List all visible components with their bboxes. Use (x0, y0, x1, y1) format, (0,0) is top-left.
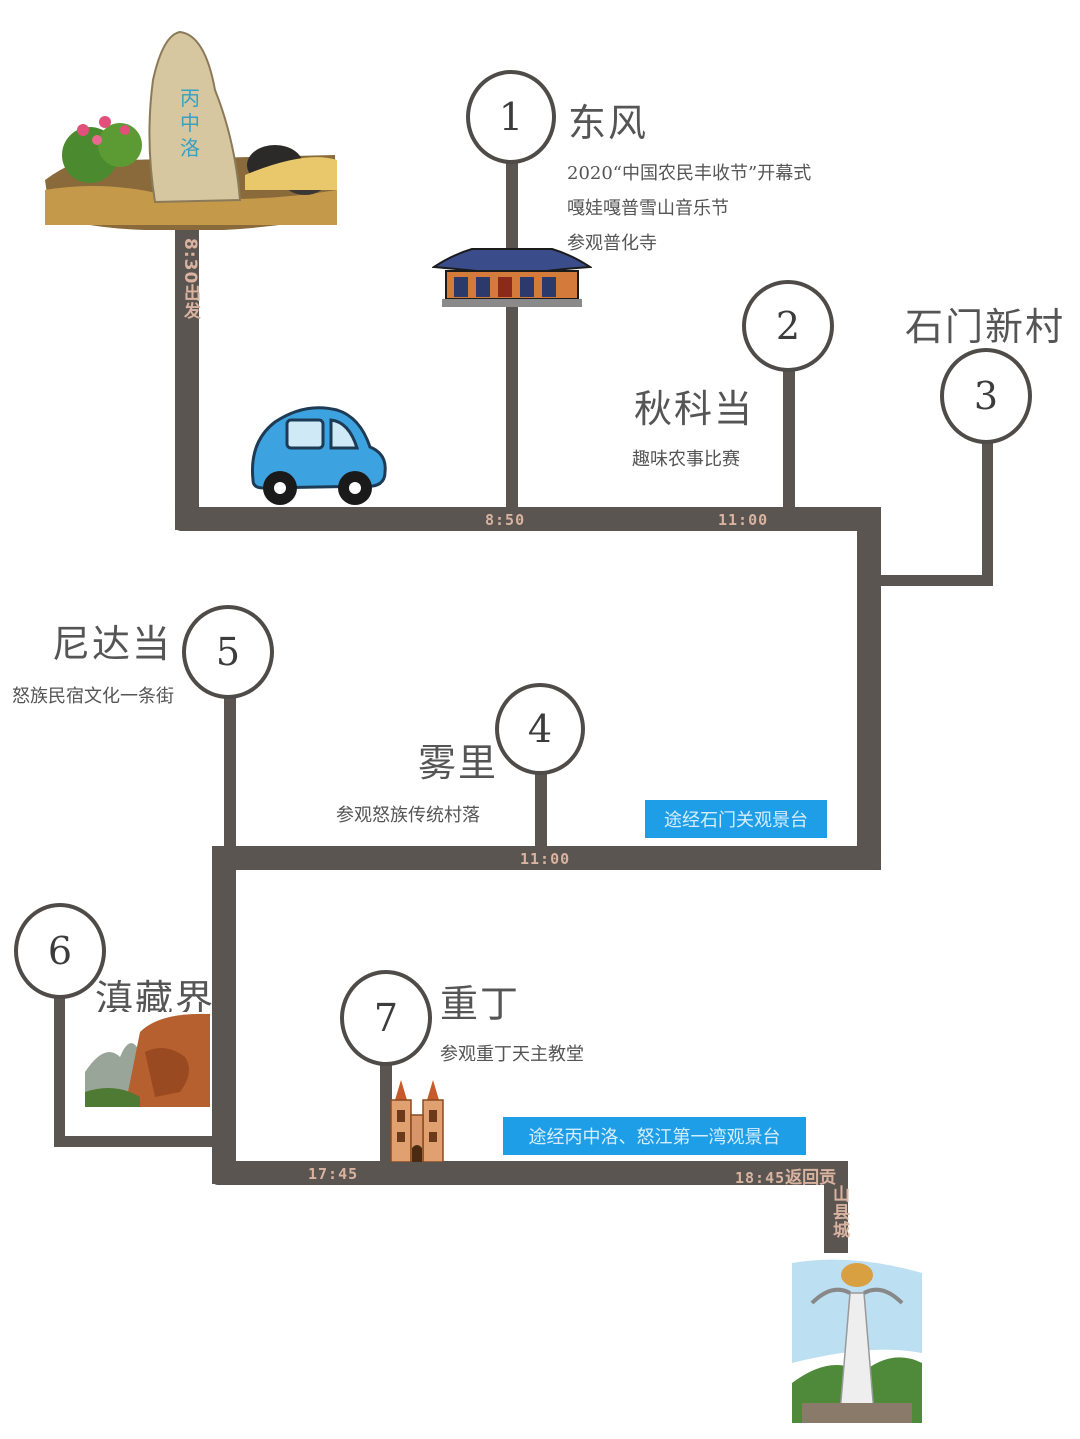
svg-text:洛: 洛 (180, 136, 200, 160)
end-label-h: 返回贡 (785, 1168, 837, 1188)
end-time: 18:45 (735, 1169, 786, 1187)
stop-4-name: 雾里 (418, 741, 499, 785)
end-label-v: 山县城 (829, 1185, 849, 1239)
stop-4-marker[interactable]: 4 (495, 683, 585, 775)
svg-text:中: 中 (180, 111, 200, 135)
road-stop4-stem (535, 772, 547, 850)
road-main-3 (212, 1161, 848, 1185)
road-stop1-stem (506, 162, 518, 512)
monument-image (792, 1253, 922, 1423)
stop-5-marker[interactable]: 5 (182, 605, 274, 699)
road-left-vertical (212, 846, 236, 1184)
note-shimenguan: 途经石门关观景台 (645, 800, 827, 838)
church-icon (390, 1080, 444, 1162)
cliff-image (85, 1012, 210, 1107)
stop-7-detail-1: 参观重丁天主教堂 (440, 1044, 584, 1065)
time-label-1: 8:50 (485, 511, 526, 529)
road-stop2-stem (783, 370, 795, 512)
road-right-vertical (857, 507, 881, 870)
stop-3-name: 石门新村 (905, 305, 1066, 349)
time-label-3: 11:00 (520, 850, 571, 868)
stop-5-name: 尼达当 (52, 622, 173, 666)
road-start-vertical (175, 225, 199, 530)
stop-7-name: 重丁 (440, 982, 521, 1026)
stop-7-marker[interactable]: 7 (340, 970, 432, 1066)
start-time-label: 8:30出发 (180, 238, 200, 321)
stop-1-detail-1: 2020“中国农民丰收节”开幕式 (567, 163, 812, 184)
road-stop7-stem (380, 1062, 392, 1166)
road-stop6-branch-v (54, 995, 65, 1147)
stop-1-name: 东风 (568, 101, 649, 145)
stop-2-name: 秋科当 (634, 387, 755, 431)
end-label: 18:45返回贡 (735, 1163, 836, 1188)
stop-4-detail-1: 参观怒族传统村落 (336, 805, 480, 826)
stop-5-detail-1: 怒族民宿文化一条街 (12, 686, 174, 707)
svg-text:丙: 丙 (180, 86, 200, 110)
stop-2-detail-1: 趣味农事比赛 (632, 449, 740, 470)
road-stop6-branch-h (54, 1136, 224, 1147)
start-rock-image: 丙 中 洛 (45, 30, 337, 230)
time-label-2: 11:00 (718, 511, 769, 529)
stop-2-marker[interactable]: 2 (742, 280, 834, 372)
road-stop3-branch-h (875, 575, 993, 586)
stop-1-detail-3: 参观普化寺 (567, 233, 657, 254)
road-stop5-stem (224, 695, 236, 850)
stop-1-marker[interactable]: 1 (466, 70, 556, 164)
note-bingzhongluo: 途经丙中洛、怒江第一湾观景台 (503, 1117, 806, 1155)
road-main-1 (175, 507, 880, 531)
stop-6-marker[interactable]: 6 (14, 903, 106, 999)
car-icon (250, 406, 387, 505)
road-main-2 (212, 846, 881, 870)
stop-1-detail-2: 嘎娃嘎普雪山音乐节 (567, 198, 729, 219)
temple-icon (432, 248, 592, 307)
stop-3-marker[interactable]: 3 (940, 348, 1032, 444)
time-label-4: 17:45 (308, 1165, 359, 1183)
road-end-vertical (824, 1161, 848, 1256)
road-stop3-branch-v (982, 440, 993, 586)
